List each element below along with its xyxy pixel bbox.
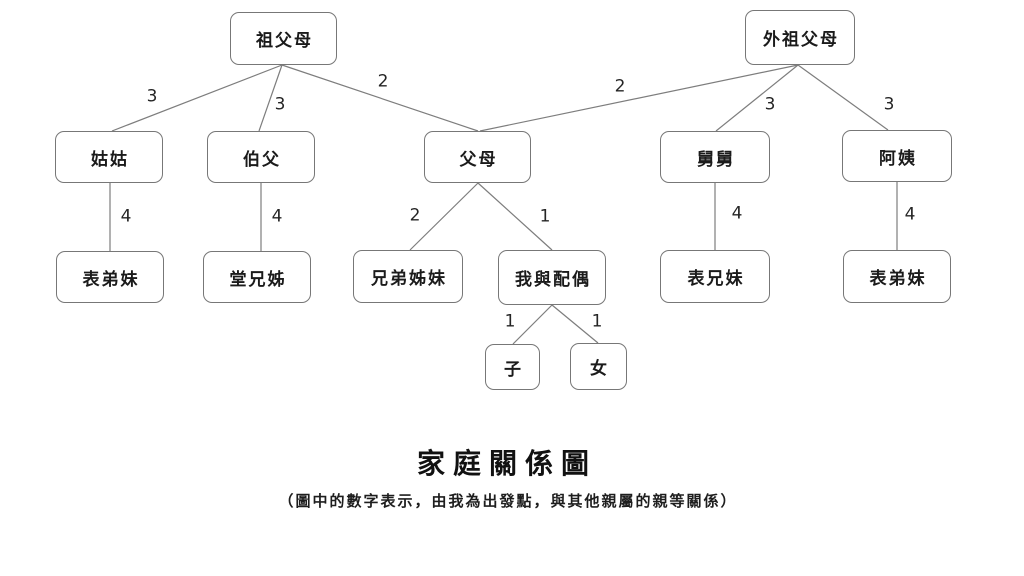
edge-me-daughter <box>551 304 599 344</box>
degree-label-maternal-uncle-cousins: 4 <box>731 203 743 224</box>
node-paternal-aunt: 姑姑 <box>55 131 163 183</box>
degree-label-parents-me-and-spouse: 1 <box>539 206 551 227</box>
edge-grandparents-paternal-uncle <box>258 64 283 132</box>
node-me-and-spouse: 我與配偶 <box>498 250 606 305</box>
degree-label-grandparents-paternal-uncle: 3 <box>274 94 286 115</box>
degree-label-parents-siblings: 2 <box>409 205 421 226</box>
node-maternal-aunt: 阿姨 <box>842 130 952 182</box>
edge-parents-me-and-spouse <box>477 182 553 251</box>
degree-label-me-daughter: 1 <box>591 311 603 332</box>
diagram-title: 家庭關係圖 <box>416 447 598 480</box>
node-parents: 父母 <box>424 131 531 183</box>
node-paternal-uncle-cousins: 堂兄姊 <box>203 251 311 303</box>
diagram-subtitle: （圖中的數字表示，由我為出發點，與其他親屬的親等關係） <box>278 492 738 510</box>
node-maternal-grandparents: 外祖父母 <box>745 10 855 65</box>
node-paternal-uncle: 伯父 <box>207 131 315 183</box>
edge-me-son <box>512 304 553 345</box>
edge-maternal-grandparents-maternal-aunt <box>797 64 889 131</box>
node-paternal-aunt-cousins: 表弟妹 <box>56 251 164 303</box>
degree-label-maternal-grandparents-maternal-uncle: 3 <box>764 94 776 115</box>
node-paternal-grandparents: 祖父母 <box>230 12 337 65</box>
degree-label-maternal-grandparents-parents: 2 <box>614 76 626 97</box>
degree-label-maternal-grandparents-maternal-aunt: 3 <box>883 94 895 115</box>
node-maternal-aunt-cousins: 表弟妹 <box>843 250 951 303</box>
edge-maternal-grandparents-maternal-uncle <box>715 64 799 132</box>
node-maternal-uncle: 舅舅 <box>660 131 770 183</box>
degree-label-paternal-uncle-cousins: 4 <box>271 206 283 227</box>
edge-maternal-grandparents-parents <box>479 64 799 132</box>
edge-parents-siblings <box>409 182 479 251</box>
edge-grandparents-paternal-aunt <box>111 64 283 132</box>
degree-label-grandparents-paternal-aunt: 3 <box>146 86 158 107</box>
degree-label-grandparents-parents: 2 <box>377 71 389 92</box>
node-maternal-uncle-cousins: 表兄妹 <box>660 250 770 303</box>
degree-label-paternal-aunt-cousins: 4 <box>120 206 132 227</box>
node-siblings: 兄弟姊妹 <box>353 250 463 303</box>
node-daughter: 女 <box>570 343 627 390</box>
degree-label-me-son: 1 <box>504 311 516 332</box>
edge-grandparents-parents <box>281 64 479 132</box>
node-son: 子 <box>485 344 540 390</box>
degree-label-maternal-aunt-cousins: 4 <box>904 204 916 225</box>
